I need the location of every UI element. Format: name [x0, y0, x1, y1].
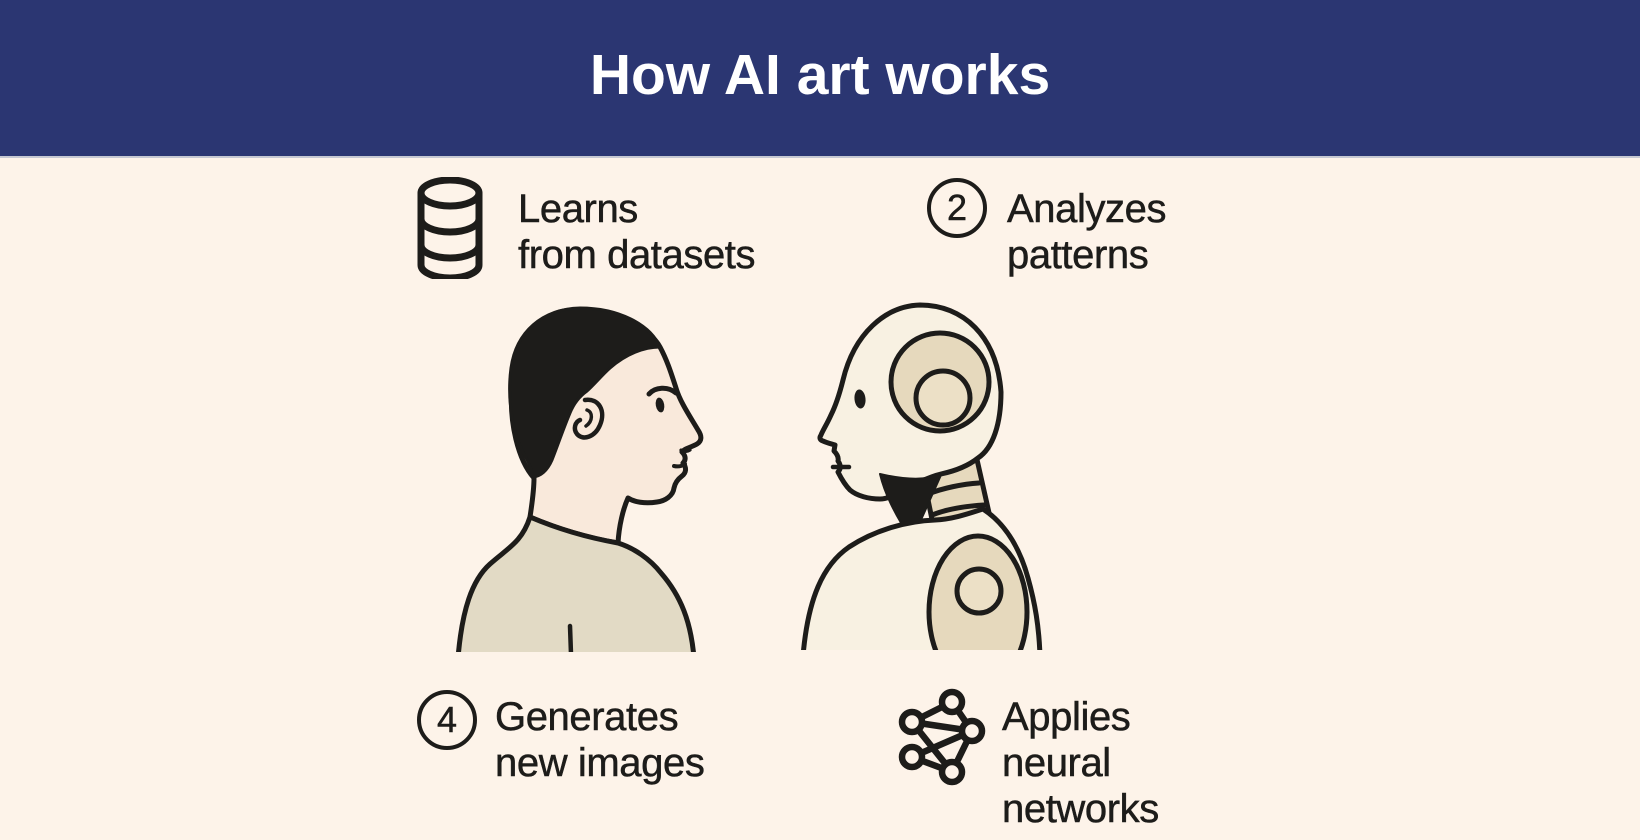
badge-number: 2: [946, 187, 968, 229]
step-label-line: Learns: [518, 187, 639, 232]
header: How AI art works: [0, 0, 1640, 156]
step-label-line: Analyzes: [1007, 187, 1167, 232]
step-applies-neural-networks: Applies neural networks: [1002, 694, 1160, 832]
step-label-line: neural: [1002, 741, 1112, 786]
badge-number: 4: [436, 699, 458, 741]
step-label-line: networks: [1002, 787, 1160, 832]
step-generates-new-images: Generates new images: [495, 694, 705, 786]
page-title: How AI art works: [589, 43, 1051, 107]
step-label-line: Generates: [495, 695, 679, 740]
step-learns-from-datasets: Learns from datasets: [518, 186, 756, 278]
step-label-line: patterns: [1007, 233, 1149, 278]
database-icon: [417, 177, 483, 279]
step-label-line: new images: [495, 741, 705, 786]
neural-network-icon: [898, 688, 986, 786]
badge-2: 2: [927, 178, 987, 238]
human-profile-illustration: [456, 306, 704, 652]
step-label-line: Applies: [1002, 695, 1131, 740]
step-analyzes-patterns: Analyzes patterns: [1007, 186, 1167, 278]
step-label-line: from datasets: [518, 233, 756, 278]
header-divider: [0, 156, 1640, 158]
badge-4: 4: [417, 690, 477, 750]
robot-profile-illustration: [801, 302, 1043, 650]
